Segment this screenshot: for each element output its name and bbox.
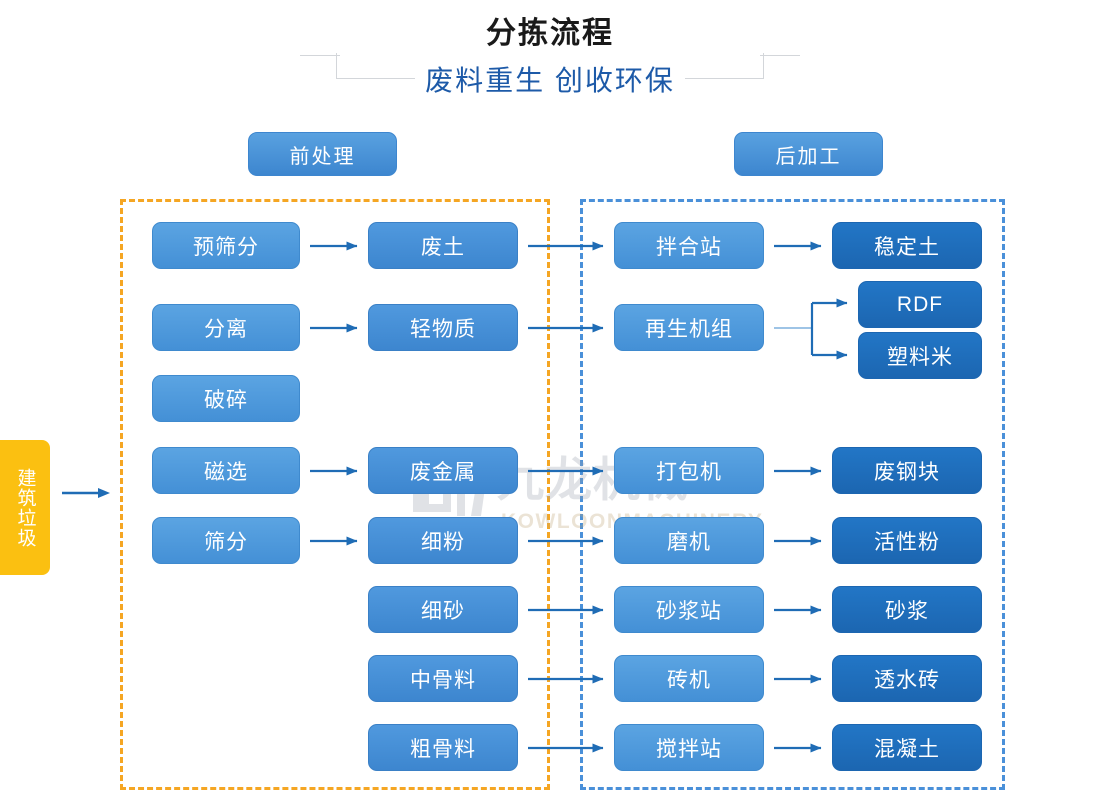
node-label: 轻物质 [410, 317, 476, 341]
node-label: 预筛分 [193, 235, 259, 259]
title-rule-left [300, 55, 340, 56]
node-product-scrap-steel[interactable]: 废钢块 [832, 447, 982, 494]
zone-preprocess-boundary [120, 199, 550, 790]
node-mat-coarse-aggregate[interactable]: 粗骨料 [368, 724, 518, 771]
node-post-batching-plant[interactable]: 搅拌站 [614, 724, 764, 771]
node-label: 再生机组 [645, 317, 733, 341]
node-label: 磁选 [204, 460, 248, 484]
node-label: RDF [896, 292, 944, 316]
node-label: 砂浆站 [656, 599, 722, 623]
node-label: 筛分 [204, 530, 248, 554]
node-label: 塑料米 [887, 345, 953, 369]
node-label: 透水砖 [874, 668, 940, 692]
node-label: 砖机 [667, 668, 711, 692]
node-product-concrete[interactable]: 混凝土 [832, 724, 982, 771]
node-label: 废土 [421, 235, 465, 259]
node-mat-scrap-metal[interactable]: 废金属 [368, 447, 518, 494]
section-header-postprocess[interactable]: 后加工 [734, 132, 883, 176]
source-node-construction-waste[interactable]: 建筑垃圾 [0, 440, 50, 575]
node-post-recycling-unit[interactable]: 再生机组 [614, 304, 764, 351]
section-header-preprocess-label: 前处理 [289, 145, 356, 168]
node-mat-fine-sand[interactable]: 细砂 [368, 586, 518, 633]
node-pre-crushing[interactable]: 破碎 [152, 375, 300, 422]
node-product-mortar[interactable]: 砂浆 [832, 586, 982, 633]
node-label: 稳定土 [874, 235, 940, 259]
node-label: 搅拌站 [656, 737, 722, 761]
node-post-baler[interactable]: 打包机 [614, 447, 764, 494]
node-post-grinder[interactable]: 磨机 [614, 517, 764, 564]
node-post-brick-machine[interactable]: 砖机 [614, 655, 764, 702]
source-node-label: 建筑垃圾 [14, 467, 36, 548]
node-pre-separation[interactable]: 分离 [152, 304, 300, 351]
title-area: 分拣流程 废料重生 创收环保 [0, 0, 1100, 120]
node-label: 砂浆 [885, 599, 929, 623]
node-pre-magnetic[interactable]: 磁选 [152, 447, 300, 494]
node-mat-waste-soil[interactable]: 废土 [368, 222, 518, 269]
node-label: 混凝土 [874, 737, 940, 761]
node-label: 活性粉 [874, 530, 940, 554]
node-product-active-powder[interactable]: 活性粉 [832, 517, 982, 564]
section-header-preprocess[interactable]: 前处理 [248, 132, 397, 176]
page-subtitle: 废料重生 创收环保 [0, 62, 1100, 100]
node-label: 细砂 [421, 599, 465, 623]
node-label: 破碎 [204, 388, 248, 412]
section-header-postprocess-label: 后加工 [775, 145, 842, 168]
node-label: 粗骨料 [410, 737, 476, 761]
page-title: 分拣流程 [0, 15, 1100, 53]
page-title-text: 分拣流程 [474, 17, 626, 50]
node-label: 磨机 [667, 530, 711, 554]
node-label: 打包机 [656, 460, 722, 484]
node-pre-screening[interactable]: 筛分 [152, 517, 300, 564]
node-label: 拌合站 [656, 235, 722, 259]
node-product-permeable-brick[interactable]: 透水砖 [832, 655, 982, 702]
node-mat-light-material[interactable]: 轻物质 [368, 304, 518, 351]
page-subtitle-text: 废料重生 创收环保 [415, 65, 685, 96]
zone-postprocess-boundary [580, 199, 1005, 790]
node-product-stabilized-soil[interactable]: 稳定土 [832, 222, 982, 269]
node-label: 中骨料 [410, 668, 476, 692]
node-post-mortar-station[interactable]: 砂浆站 [614, 586, 764, 633]
arrow-source-to-preprocess-icon [62, 488, 110, 498]
node-product-rdf[interactable]: RDF [858, 281, 982, 328]
node-label: 废金属 [410, 460, 476, 484]
node-label: 分离 [204, 317, 248, 341]
node-post-mixing-station[interactable]: 拌合站 [614, 222, 764, 269]
node-mat-medium-aggregate[interactable]: 中骨料 [368, 655, 518, 702]
node-pre-prescreen[interactable]: 预筛分 [152, 222, 300, 269]
node-label: 废钢块 [874, 460, 940, 484]
node-label: 细粉 [421, 530, 465, 554]
node-product-plastic-pellet[interactable]: 塑料米 [858, 332, 982, 379]
node-mat-fine-powder[interactable]: 细粉 [368, 517, 518, 564]
title-rule-right [760, 55, 800, 56]
